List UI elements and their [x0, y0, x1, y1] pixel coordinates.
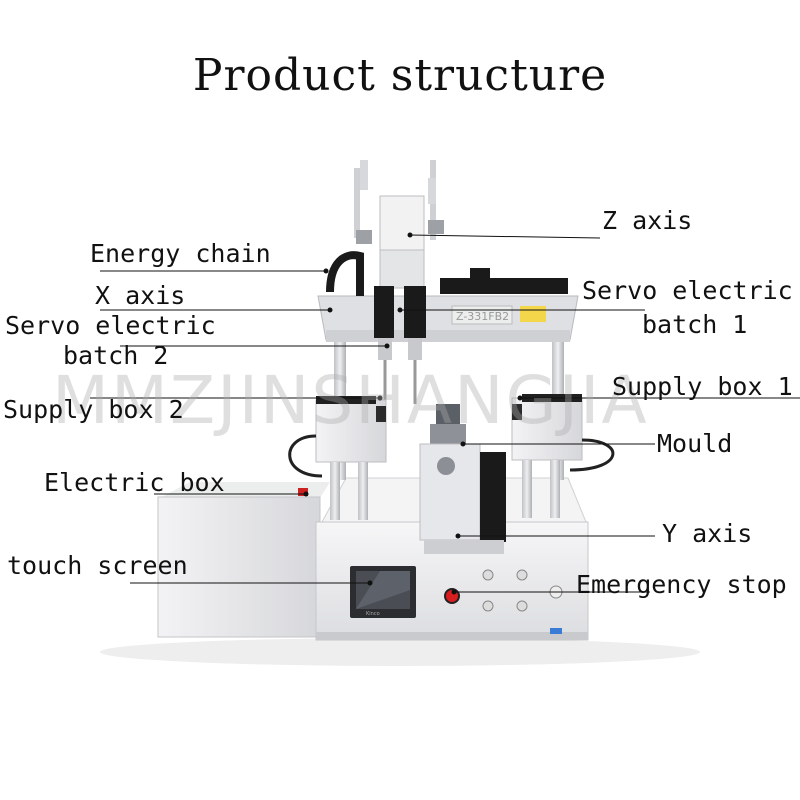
control-buttons	[444, 569, 563, 634]
label-z-axis: Z axis	[602, 206, 693, 235]
label-servo-batch-2-line1: Servo electric	[5, 311, 216, 340]
label-servo-batch-2-line2: batch 2	[63, 341, 169, 370]
supply-box-1	[511, 394, 615, 518]
touch-screen: Kinco	[350, 566, 416, 618]
label-touch-screen: touch screen	[7, 551, 188, 580]
servo-batches	[374, 286, 426, 404]
mould-and-y-axis	[419, 404, 506, 554]
label-supply-box-1: Supply box 1	[612, 372, 793, 401]
label-y-axis: Y axis	[662, 519, 753, 548]
z-axis-line	[409, 234, 601, 239]
label-mould: Mould	[657, 429, 733, 458]
floor-shadow	[100, 638, 700, 666]
touch-screen-brand: Kinco	[366, 611, 380, 617]
supply-box-2	[288, 396, 387, 520]
label-supply-box-2: Supply box 2	[3, 395, 184, 424]
label-servo-batch-1-line1: Servo electric	[582, 276, 793, 305]
leader-dots	[303, 232, 523, 595]
label-x-axis: X axis	[95, 281, 186, 310]
label-energy-chain: Energy chain	[90, 239, 271, 268]
model-plate: Z-331FB2	[456, 310, 509, 323]
watermark: MMZJINSHANGJIA	[52, 362, 649, 439]
label-servo-batch-1-line2: batch 1	[642, 310, 748, 339]
leader-lines	[90, 234, 800, 593]
label-emergency-stop: Emergency stop	[576, 570, 787, 599]
z-axis-carriage	[354, 160, 444, 289]
page-title: Product structure	[192, 50, 608, 101]
label-electric-box: Electric box	[44, 468, 225, 497]
